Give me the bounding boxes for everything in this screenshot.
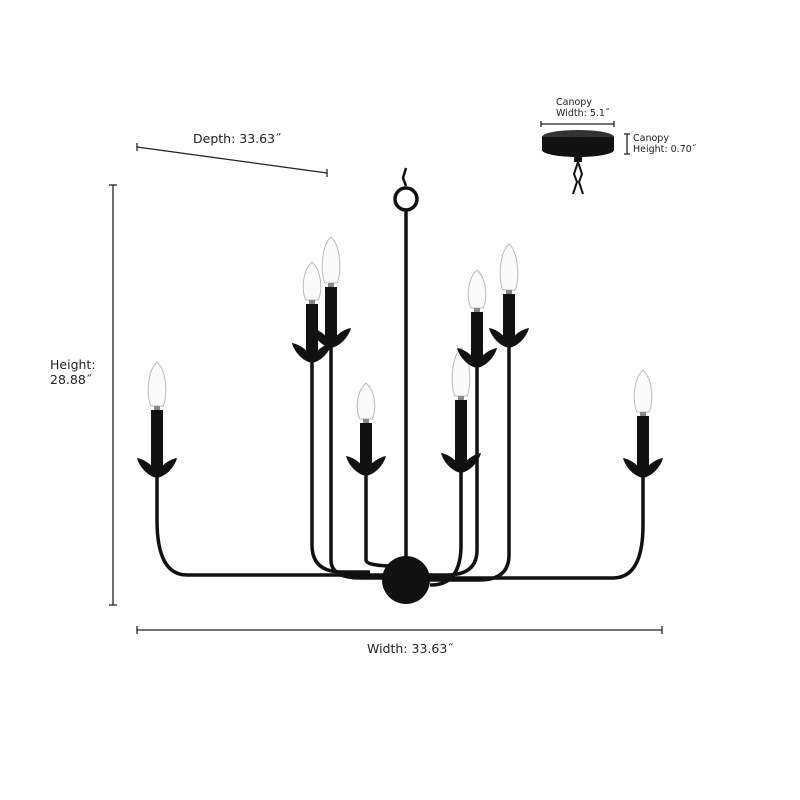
socket [363, 419, 369, 424]
candle-sleeve [325, 287, 337, 340]
socket [458, 396, 464, 401]
candle-sleeve [637, 416, 649, 470]
bulb [356, 382, 376, 420]
canopy-height-label: Canopy [633, 133, 669, 144]
depth-label: Depth: 33.63˝ [193, 131, 282, 146]
arm [364, 468, 397, 568]
leaf-cup [137, 458, 177, 478]
leaf-cup [623, 458, 663, 478]
bulb [321, 236, 341, 284]
canopy-detail [542, 130, 614, 195]
bulb [147, 361, 167, 407]
bulb [467, 269, 487, 309]
leaf-cup [457, 348, 497, 368]
candle-sleeve [471, 312, 483, 360]
bulb [633, 369, 653, 413]
arm [310, 355, 370, 574]
depth-line [136, 146, 328, 174]
chandelier [137, 167, 663, 604]
chain [401, 167, 408, 187]
socket [309, 300, 315, 305]
leaf-cup [346, 456, 386, 476]
arm [430, 465, 463, 587]
center-ball [382, 556, 430, 604]
height-value: 28.88˝ [50, 372, 93, 387]
canopy-height-value: Height: 0.70˝ [633, 144, 697, 155]
socket [328, 283, 334, 288]
height-label: Height: [50, 357, 96, 372]
arm [420, 340, 511, 582]
canopy-width-label: Canopy [556, 97, 592, 108]
arm [425, 470, 645, 580]
canopy-width-value: Width: 5.1˝ [556, 108, 610, 119]
leaf-cup [489, 328, 529, 348]
arm [329, 340, 385, 580]
arm [420, 360, 479, 577]
hanging-ring [393, 186, 419, 212]
candle-sleeve [503, 294, 515, 340]
candle-sleeve [360, 423, 372, 468]
leaf-cup [292, 343, 332, 363]
socket [640, 412, 646, 417]
dimension-lines [109, 121, 663, 634]
candle-sleeve [151, 410, 163, 470]
bulb [302, 261, 322, 301]
candle-sleeve [455, 400, 467, 465]
socket [154, 406, 160, 411]
arm [155, 470, 385, 577]
leaf-cup [441, 453, 481, 473]
leaf-cup [311, 328, 351, 348]
bulb [499, 243, 519, 291]
socket [506, 290, 512, 295]
width-label: Width: 33.63˝ [367, 641, 454, 656]
socket [474, 308, 480, 313]
